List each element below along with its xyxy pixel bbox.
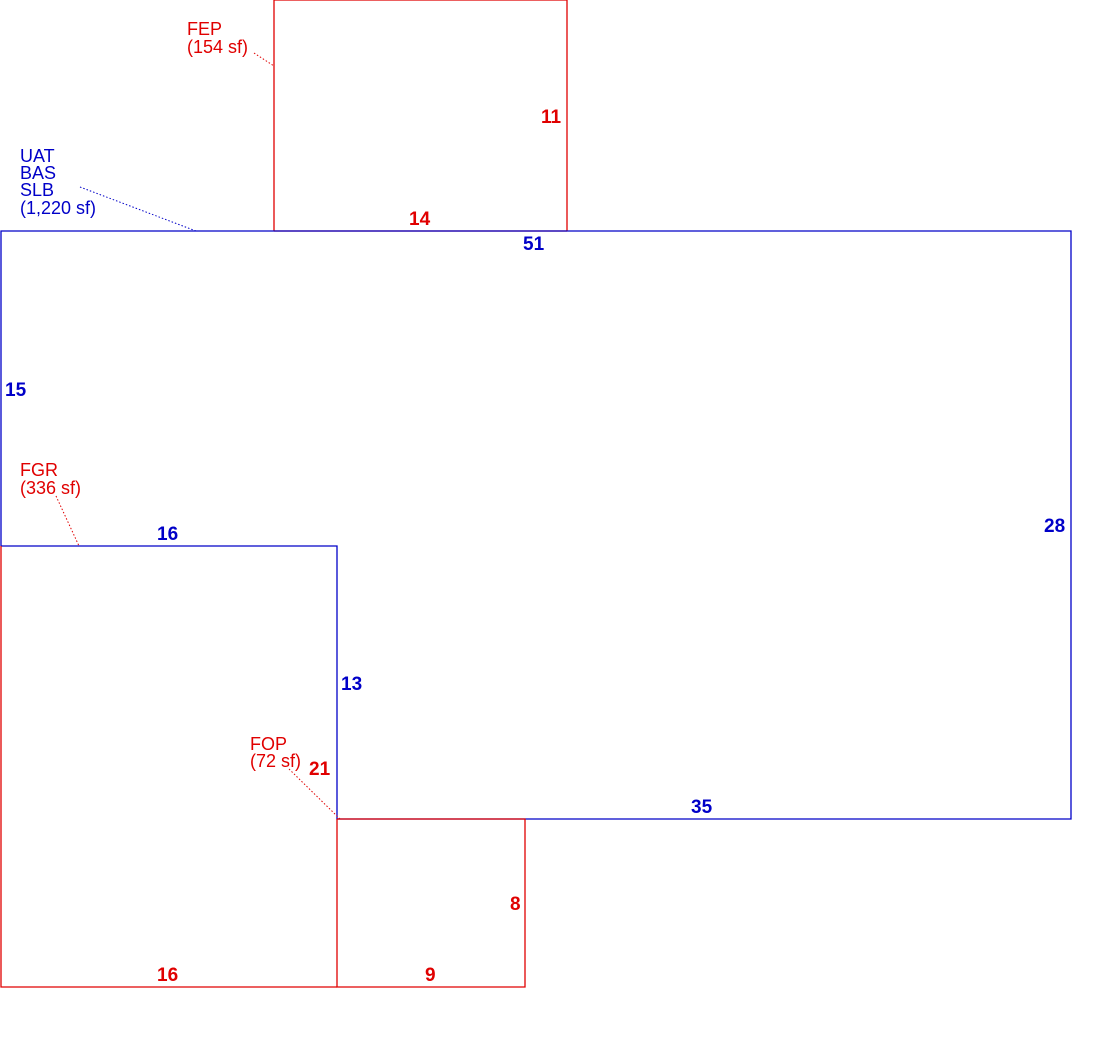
fop-code-label: FOP <box>250 734 287 754</box>
main-left-dimension: 15 <box>5 380 27 401</box>
fep-area-label: (154 sf) <box>187 37 248 57</box>
fgr-area: FGR (336 sf) 21 16 <box>0 460 337 988</box>
fop-side-dimension: 8 <box>510 894 521 915</box>
main-step-top-dimension: 16 <box>157 524 178 545</box>
fop-bottom-dimension: 9 <box>425 965 436 986</box>
fep-leader-line <box>253 52 275 67</box>
fep-code-label: FEP <box>187 19 222 39</box>
main-top-dimension: 51 <box>523 234 545 255</box>
main-bottom-dimension: 35 <box>691 797 713 818</box>
fgr-code-label: FGR <box>20 460 58 480</box>
fop-outline <box>336 818 526 988</box>
main-outline <box>0 230 1072 820</box>
fgr-bottom-dimension: 16 <box>157 965 178 986</box>
fgr-outline <box>0 546 337 988</box>
main-code-label-bas: BAS <box>20 163 56 183</box>
main-step-side-dimension: 13 <box>341 674 362 695</box>
fop-area-label: (72 sf) <box>250 751 301 771</box>
fep-area: FEP (154 sf) 11 14 <box>187 0 568 232</box>
fep-side-dimension: 11 <box>541 107 562 128</box>
fep-bottom-dimension: 14 <box>409 209 431 230</box>
main-area-label: (1,220 sf) <box>20 198 96 218</box>
main-area: UAT BAS SLB (1,220 sf) 51 15 28 16 13 35 <box>0 146 1072 820</box>
fop-area: FOP (72 sf) 8 9 <box>250 734 526 988</box>
main-leader-line <box>79 186 197 232</box>
main-right-dimension: 28 <box>1044 516 1065 537</box>
fgr-leader-line <box>55 495 80 547</box>
main-code-label-slb: SLB <box>20 180 54 200</box>
main-code-label-uat: UAT <box>20 146 55 166</box>
fep-outline <box>273 0 568 231</box>
fgr-side-dimension: 21 <box>309 759 331 780</box>
fgr-area-label: (336 sf) <box>20 478 81 498</box>
fop-leader-line <box>288 768 341 820</box>
